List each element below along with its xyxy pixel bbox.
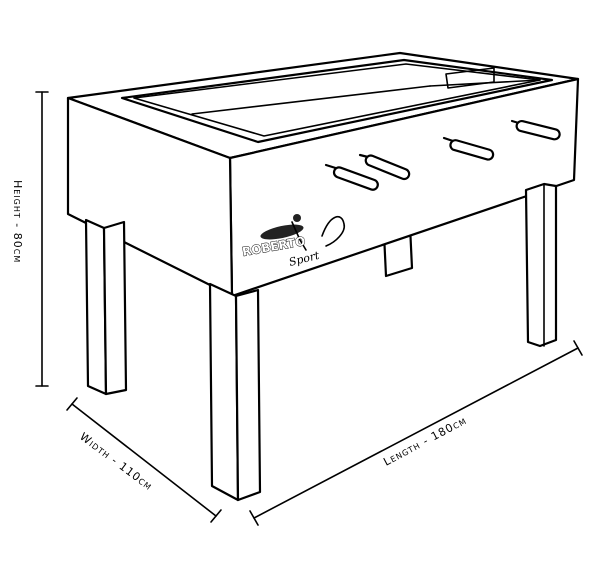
leg-front-left <box>208 282 262 502</box>
rod-handle-4 <box>510 119 561 141</box>
height-label: Height - 80cm <box>11 180 24 263</box>
rod-handle-2 <box>358 153 411 181</box>
width-dimension: Width - 110cm <box>66 397 222 523</box>
length-dimension: Length - 180cm <box>249 340 583 526</box>
rod-handle-1 <box>324 163 379 191</box>
roberto-sport-logo: ROBERTO Sport <box>241 214 346 269</box>
length-label: Length - 180cm <box>381 414 469 469</box>
leg-back-right <box>524 182 558 348</box>
table-body <box>66 51 580 298</box>
width-label: Width - 110cm <box>77 430 155 493</box>
rod-handle-3 <box>442 136 495 161</box>
leg-back-left <box>84 218 128 396</box>
height-dimension: Height - 80cm <box>11 91 49 387</box>
rod-handles <box>324 119 561 191</box>
goal-slot <box>445 67 495 89</box>
